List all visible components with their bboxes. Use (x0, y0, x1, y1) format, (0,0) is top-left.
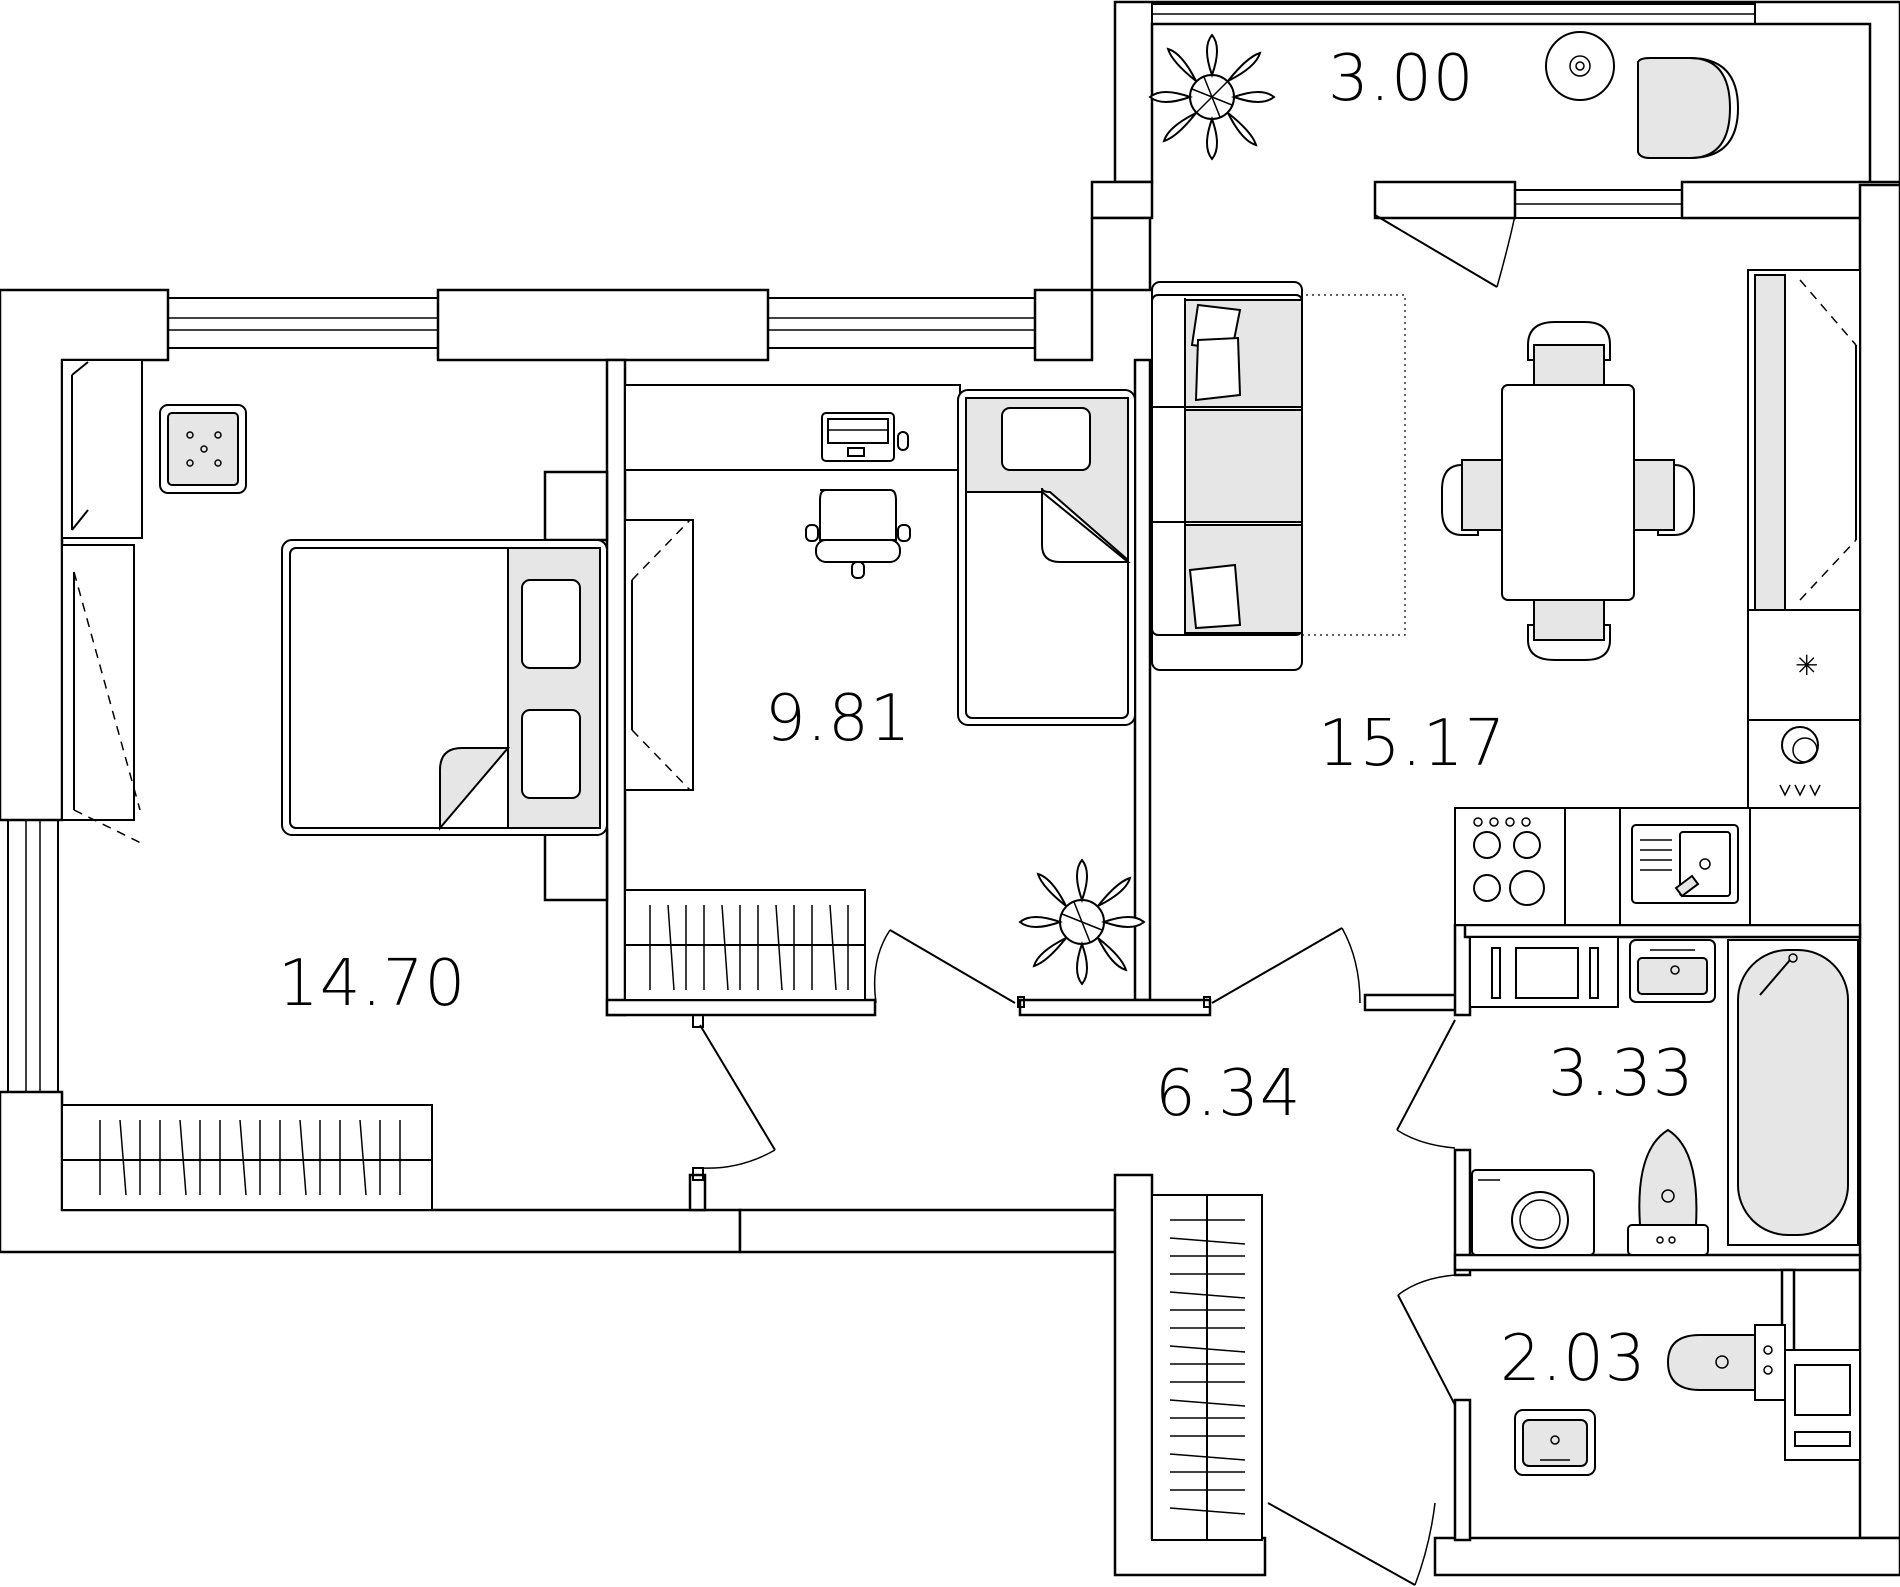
round-table-icon (1545, 31, 1615, 101)
windows (7, 3, 1756, 1093)
room-area-kitchen-living: 15.17 (1318, 707, 1506, 781)
double-bed-icon (281, 539, 608, 836)
dishwasher-icon (1747, 719, 1861, 811)
bedroom: 14.70 (61, 359, 608, 1211)
interior-walls (543, 358, 1862, 1542)
wardrobe-icon-hall (1151, 1194, 1263, 1541)
laptop-icon (821, 412, 909, 462)
svg-text:✳: ✳ (1795, 649, 1818, 682)
washer-shelf-icon (1469, 936, 1619, 1008)
counter-icon (1564, 807, 1621, 926)
small-sink-icon (1514, 1409, 1596, 1476)
bookshelf-icon (624, 889, 866, 1001)
wc: 2.03 (1500, 1268, 1861, 1476)
room-area-bedroom: 14.70 (278, 947, 466, 1021)
plant-icon (1148, 33, 1276, 161)
kids-room: 9.81 (624, 384, 1146, 1001)
hallway: 6.34 (1151, 1057, 1302, 1541)
room-area-hallway: 6.34 (1155, 1057, 1302, 1131)
toilet-icon-bath (1627, 1128, 1709, 1256)
wardrobe-icon-kids (624, 519, 694, 791)
toilet-icon (1666, 1324, 1786, 1401)
dining-table-icon (1441, 321, 1695, 661)
bathtub-icon (1727, 939, 1859, 1246)
room-area-balcony: 3.00 (1328, 42, 1475, 116)
washing-machine-icon (1471, 1169, 1595, 1256)
balcony (1148, 31, 1740, 161)
doors (692, 214, 1516, 1586)
water-heater-icon (1784, 1349, 1861, 1461)
wardrobe-icon (61, 359, 146, 846)
counter-right (1749, 807, 1861, 926)
kitchen-living: ✳ (1151, 269, 1861, 926)
sofa-icon (1151, 281, 1303, 671)
room-area-kids-room: 9.81 (765, 682, 912, 756)
office-chair-icon (805, 489, 911, 579)
wardrobe-icon-bottom (61, 1104, 433, 1211)
sink-icon (1619, 807, 1751, 926)
desk-icon (624, 384, 961, 471)
pouf-icon (159, 404, 247, 494)
room-area-wc: 2.03 (1500, 1322, 1647, 1396)
stove-icon (1454, 807, 1566, 926)
washbasin-icon (1629, 939, 1716, 1003)
room-area-bathroom: 3.33 (1548, 1037, 1695, 1111)
fridge-icon (1747, 269, 1861, 611)
single-bed-icon (957, 389, 1136, 726)
armchair-icon (1637, 57, 1740, 159)
bathroom: 3.33 (1469, 936, 1859, 1256)
plant-icon-kids (1018, 858, 1146, 986)
cabinet-icon: ✳ (1747, 609, 1861, 721)
